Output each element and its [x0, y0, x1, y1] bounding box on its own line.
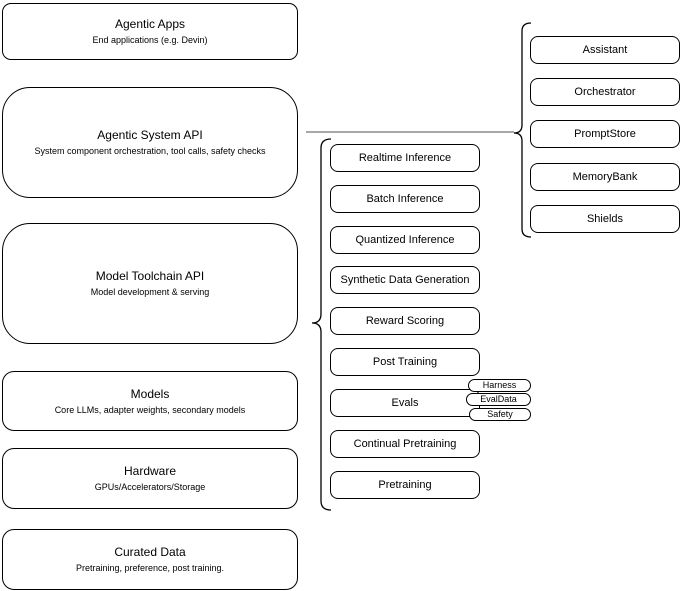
node-subtitle: End applications (e.g. Devin)	[92, 35, 208, 45]
node-title: Curated Data	[114, 545, 186, 559]
node-quantized-inference: Quantized Inference	[330, 226, 480, 254]
node-title: Agentic System API	[97, 128, 203, 142]
node-subtitle: Model development & serving	[90, 287, 210, 297]
node-promptstore: PromptStore	[530, 120, 680, 148]
node-title: Models	[130, 386, 170, 401]
middle-group-bracket	[311, 138, 332, 511]
node-subtitle: System component orchestration, tool cal…	[34, 146, 266, 156]
tag-evaldata: EvalData	[466, 393, 531, 406]
node-title: Hardware	[123, 464, 177, 478]
node-models: Models Core LLMs, adapter weights, secon…	[2, 371, 298, 431]
node-curated-data: Curated Data Pretraining, preference, po…	[2, 529, 298, 590]
node-orchestrator: Orchestrator	[530, 78, 680, 106]
node-subtitle: Core LLMs, adapter weights, secondary mo…	[54, 404, 246, 415]
node-pretraining: Pretraining	[330, 471, 480, 499]
node-post-training: Post Training	[330, 348, 480, 376]
right-group-bracket	[513, 22, 532, 238]
tag-safety: Safety	[469, 408, 531, 421]
node-agentic-system-api: Agentic System API System component orch…	[2, 87, 298, 198]
node-realtime-inference: Realtime Inference	[330, 144, 480, 172]
node-batch-inference: Batch Inference	[330, 185, 480, 213]
node-reward-scoring: Reward Scoring	[330, 307, 480, 335]
node-hardware: Hardware GPUs/Accelerators/Storage	[2, 448, 298, 509]
node-evals: Evals	[330, 389, 480, 417]
node-title: Agentic Apps	[114, 17, 186, 31]
node-memorybank: MemoryBank	[530, 163, 680, 191]
node-synthetic-data-generation: Synthetic Data Generation	[330, 266, 480, 294]
node-model-toolchain-api: Model Toolchain API Model development & …	[2, 223, 298, 344]
node-agentic-apps: Agentic Apps End applications (e.g. Devi…	[2, 3, 298, 60]
node-continual-pretraining: Continual Pretraining	[330, 430, 480, 458]
node-shields: Shields	[530, 205, 680, 233]
node-title: Model Toolchain API	[95, 269, 205, 283]
node-subtitle: GPUs/Accelerators/Storage	[94, 482, 206, 492]
node-subtitle: Pretraining, preference, post training.	[75, 563, 225, 573]
node-assistant: Assistant	[530, 36, 680, 64]
tag-harness: Harness	[468, 379, 531, 392]
